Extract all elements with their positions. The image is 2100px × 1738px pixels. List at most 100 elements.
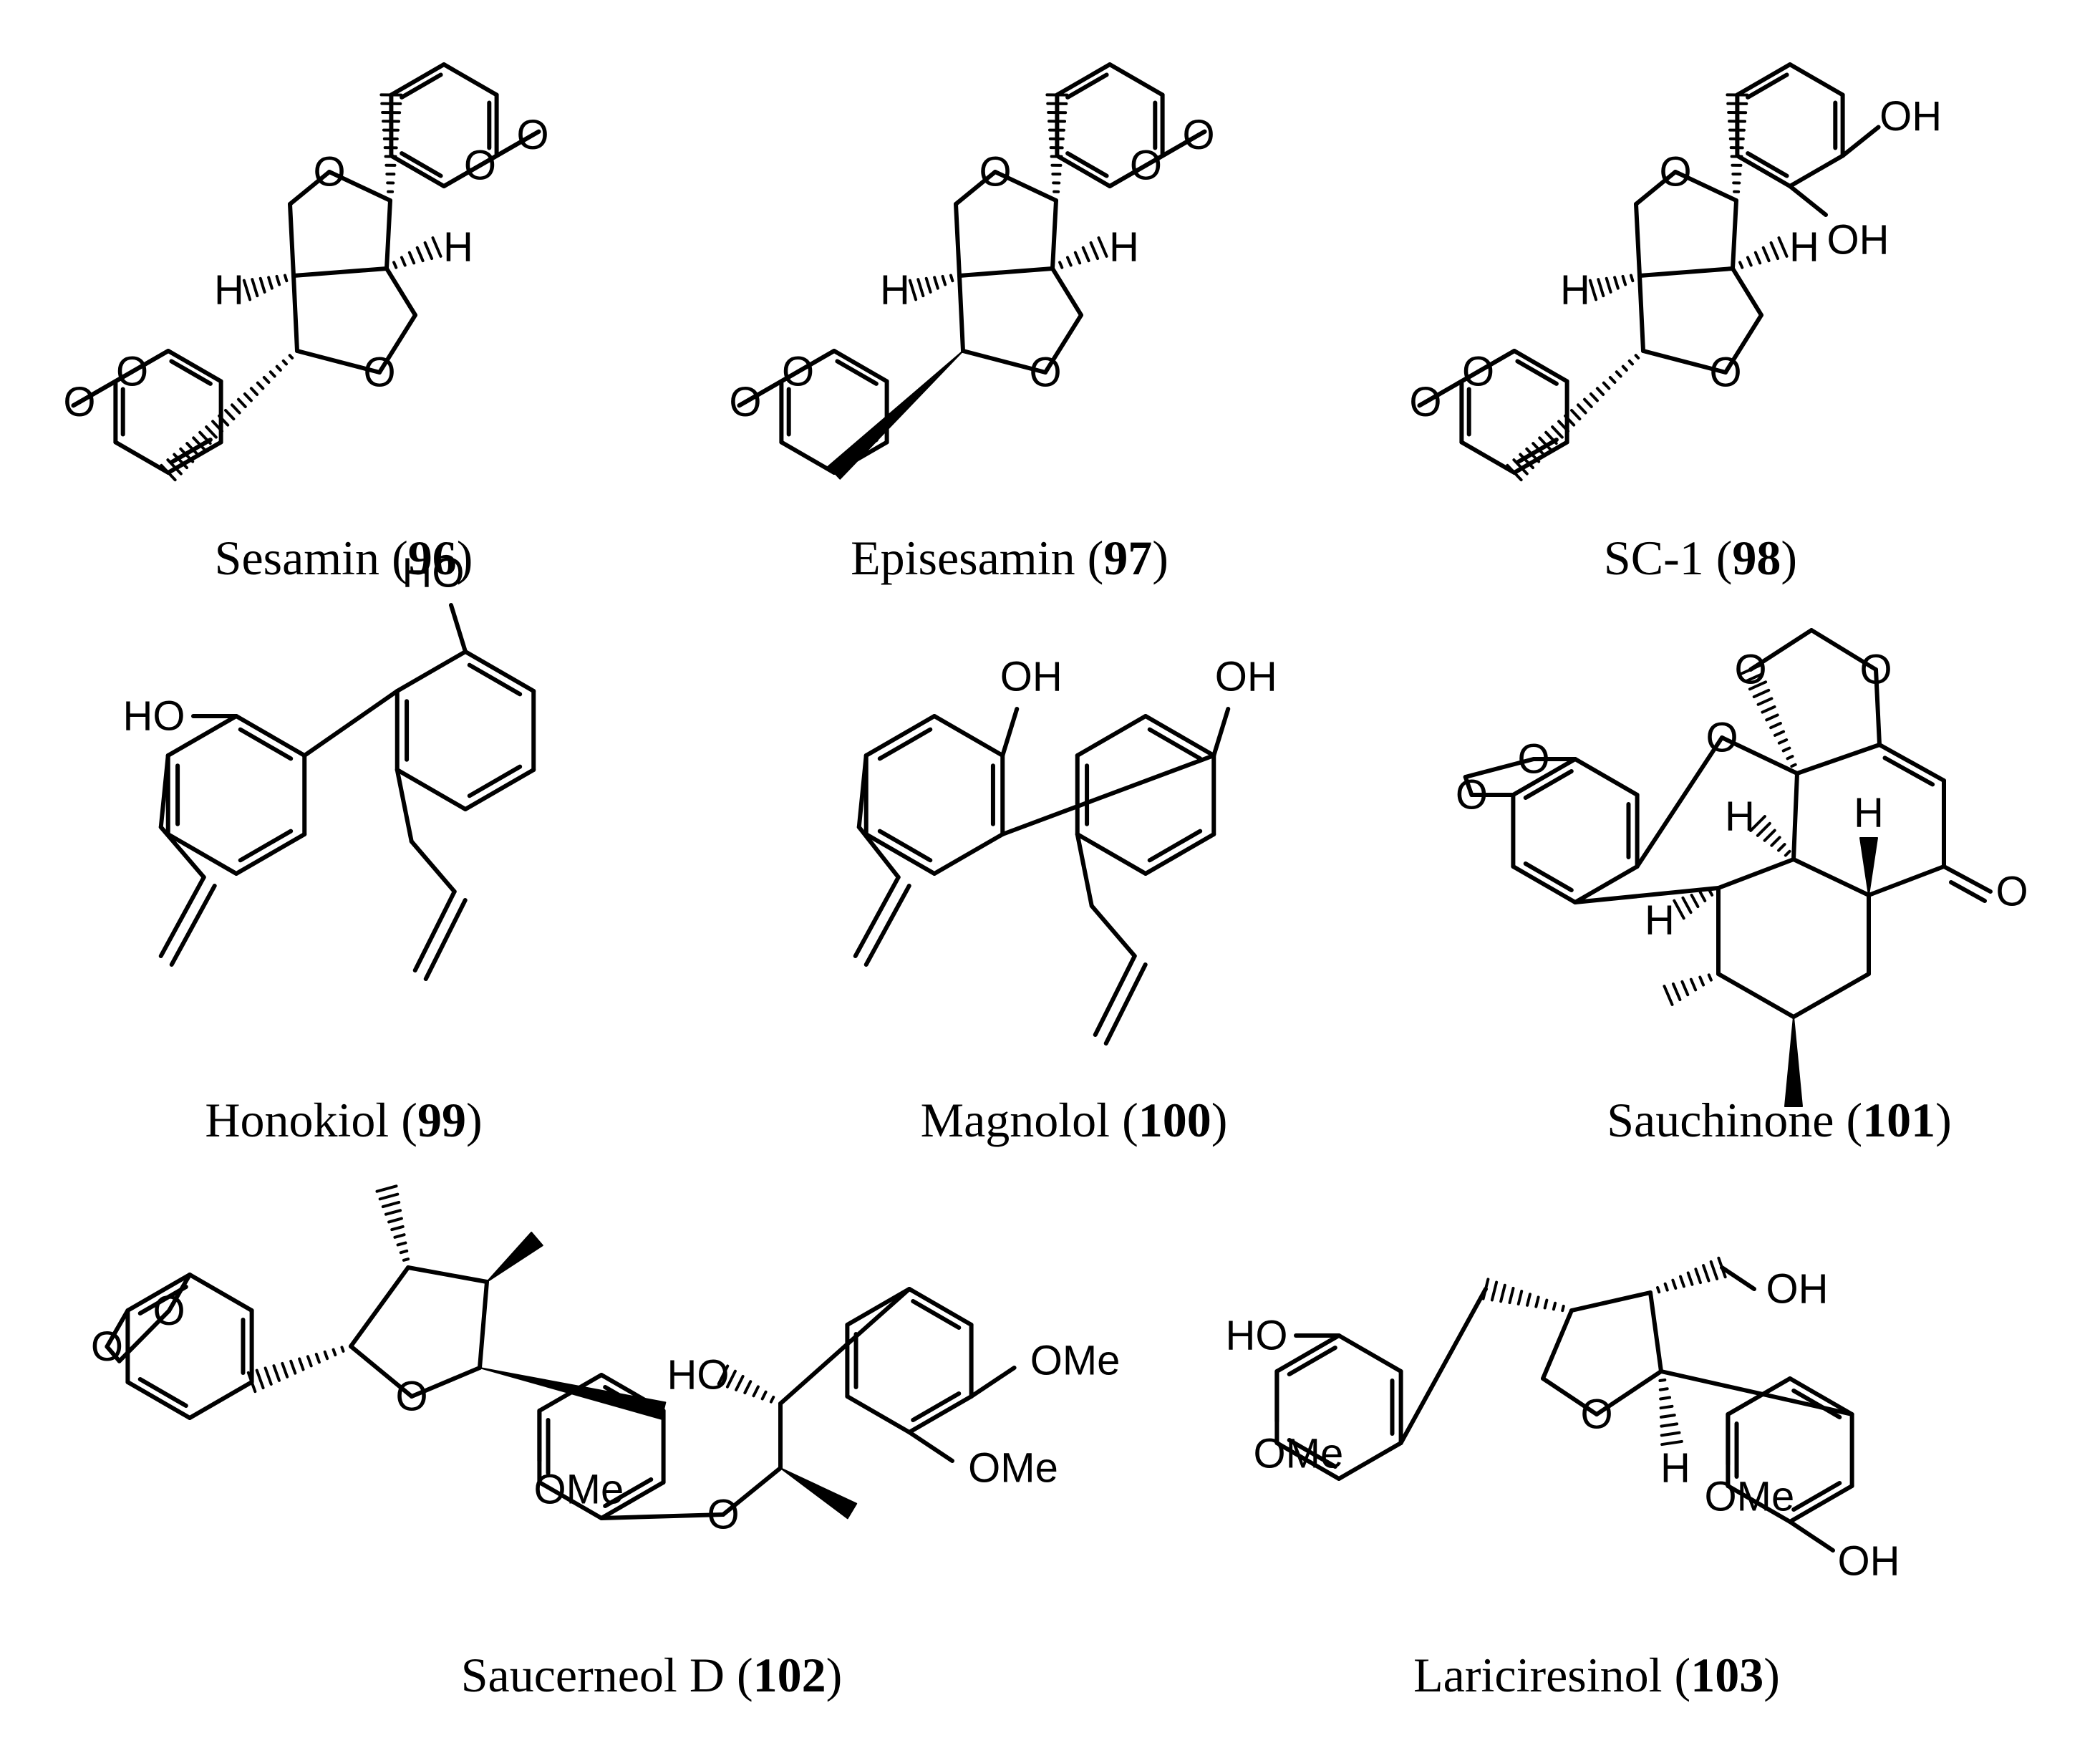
ring-bond	[866, 834, 934, 874]
ring-bond	[1543, 1310, 1572, 1379]
hydrogen-label: H	[443, 224, 473, 271]
compound-number: 97	[1103, 531, 1152, 585]
ether-bond	[601, 1515, 723, 1518]
oxygen-atom: O	[1130, 143, 1162, 189]
allyl-bond	[412, 841, 455, 892]
ring-bond	[1053, 269, 1081, 315]
ring-bond	[397, 652, 465, 691]
hashed-aryl-bond	[161, 355, 292, 480]
hydroxyl-label: OH	[1215, 654, 1277, 700]
oxygen-atom: O	[729, 379, 761, 425]
ring-bond	[956, 204, 959, 276]
compound-number: 99	[417, 1093, 466, 1147]
chain-bond	[780, 1289, 909, 1404]
allyl-bond	[397, 770, 412, 841]
oxygen-atom: O	[63, 379, 95, 425]
ring-bond	[1794, 859, 1869, 895]
ring-bond	[781, 443, 834, 473]
ring-bond	[1575, 759, 1637, 795]
ring-bond	[290, 204, 294, 276]
hashed-h-bond	[244, 276, 286, 300]
hydroxyl-label: OH	[1766, 1266, 1829, 1313]
ring-bond	[115, 443, 168, 473]
biaryl-bond	[304, 691, 397, 755]
ring-bond	[934, 716, 1002, 755]
oxygen-atom: O	[1409, 379, 1441, 425]
ring-oxygen: O	[1659, 149, 1691, 195]
compound-number: 96	[408, 531, 457, 585]
oxygen-atom: O	[1183, 112, 1215, 158]
carbonyl-bond	[1944, 866, 1990, 892]
ring-bond	[1733, 269, 1761, 315]
ring-bond	[1339, 1443, 1401, 1479]
caption-sauchinone: Sauchinone (101)	[1607, 1092, 1952, 1149]
caption-honokiol: Honokiol (99)	[205, 1092, 482, 1149]
hashed-bond	[1658, 1258, 1726, 1292]
hydroxyl-label: HO	[123, 693, 185, 740]
ring-bond	[1078, 716, 1146, 755]
compound-number: 102	[753, 1648, 826, 1702]
ring-bond	[1513, 866, 1575, 902]
chain-bond	[1722, 1268, 1754, 1289]
ring-bond	[1790, 1486, 1852, 1522]
ring-bond	[1718, 859, 1794, 888]
methoxy-label: OMe	[1254, 1431, 1344, 1477]
hydrogen-label: H	[880, 267, 910, 314]
oxygen-atom: O	[782, 349, 814, 395]
ring-bond	[1078, 834, 1146, 874]
hydrogen-label: H	[1560, 267, 1590, 314]
ring-bond	[1640, 276, 1643, 351]
ring-bond	[1146, 716, 1214, 755]
oxygen-atom: O	[91, 1323, 123, 1370]
ring-bond	[866, 716, 934, 755]
hydrogen-label: H	[1109, 224, 1139, 271]
ring-bond	[480, 1282, 487, 1368]
hashed-h-bond	[1060, 238, 1106, 268]
ring-bond	[190, 1275, 252, 1310]
ring-oxygen: O	[1709, 349, 1741, 396]
ring-bond	[465, 770, 533, 809]
c-o-bond	[909, 1432, 952, 1461]
ring-bond	[127, 1382, 190, 1418]
ring-oxygen: O	[313, 149, 345, 195]
aryl-bond	[1661, 1371, 1852, 1414]
ring-bond	[1572, 1293, 1650, 1310]
wedge-methyl	[487, 1232, 543, 1282]
ring-bond	[1461, 443, 1514, 473]
biaryl-bond	[1002, 755, 1214, 834]
ring-oxygen: O	[1734, 647, 1766, 693]
hashed-aryl-bond	[248, 1347, 344, 1391]
compound-number: 100	[1138, 1093, 1211, 1147]
ring-bond	[408, 1268, 487, 1282]
ring-bond	[397, 770, 465, 809]
hydroxyl-label: OH	[1838, 1538, 1900, 1585]
allyl-bond	[859, 827, 899, 877]
compound-name: Lariciresinol	[1413, 1648, 1662, 1702]
hashed-h-bond	[1740, 238, 1786, 268]
ring-bond	[294, 269, 387, 276]
c-o-bond	[1843, 127, 1879, 156]
ring-bond	[1797, 745, 1879, 773]
carbonyl-oxygen: O	[1995, 869, 2028, 915]
ring-bond	[1640, 269, 1733, 276]
hashed-h-bond	[910, 276, 952, 300]
compound-number: 103	[1690, 1648, 1763, 1702]
hydroxyl-label: HO	[667, 1352, 730, 1399]
ring-oxygen: O	[1580, 1391, 1612, 1438]
caption-sc1: SC-1 (98)	[1604, 530, 1797, 586]
hydrogen-label: H	[1725, 793, 1755, 840]
ring-bond	[1053, 201, 1056, 269]
compound-name: Episesamin	[851, 531, 1075, 585]
ring-bond	[1110, 64, 1163, 95]
compound-name: Sauchinone	[1607, 1093, 1834, 1147]
ring-bond	[236, 716, 304, 755]
ring-bond	[1790, 64, 1843, 95]
oxygen-atom: O	[1517, 736, 1549, 783]
hashed-bond	[1484, 1279, 1564, 1310]
ring-oxygen: O	[1705, 715, 1738, 761]
ring-oxygen: O	[1859, 647, 1892, 693]
compound-name: Saucerneol D	[461, 1648, 725, 1702]
hydroxyl-label: HO	[1226, 1313, 1288, 1359]
